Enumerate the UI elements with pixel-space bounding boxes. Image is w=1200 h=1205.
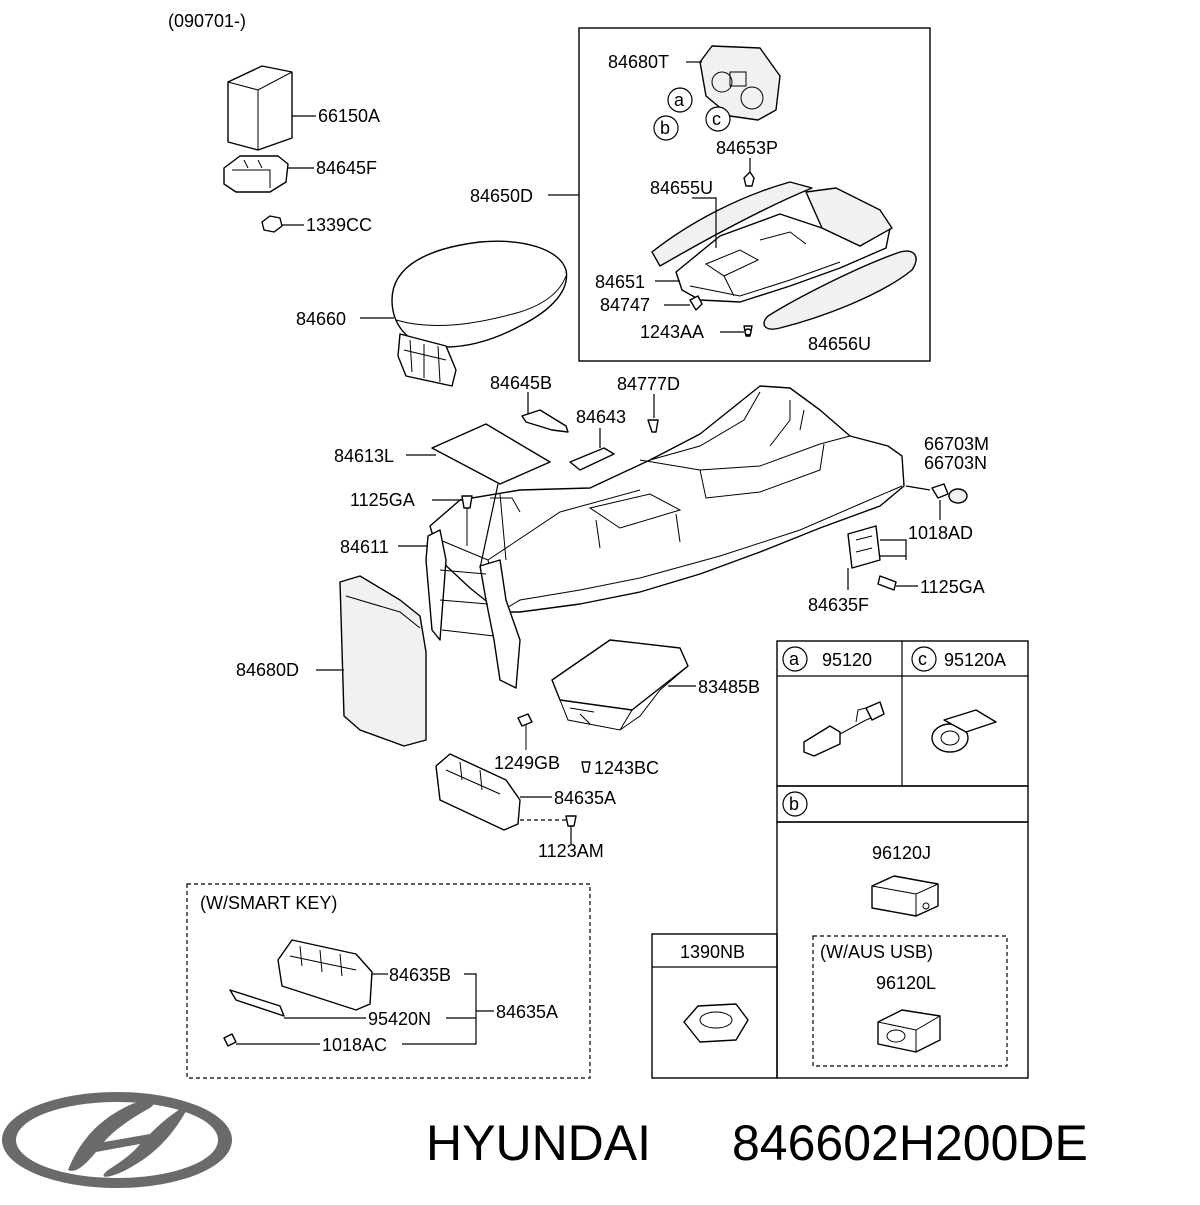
part-84660-drawing [391,240,568,387]
aus-usb-title: (W/AUS USB) [820,942,933,962]
brand-name: HYUNDAI [426,1115,651,1171]
part-84635F-drawing [847,525,881,569]
callout-c-1: c [712,109,721,129]
smart-key-box [186,883,591,1079]
part-66150A-drawing [227,65,293,151]
label-84645F: 84645F [316,158,377,178]
label-66703M: 66703M [924,434,989,454]
label-1339CC: 1339CC [306,215,372,235]
part-1390NB-drawing [683,1003,749,1043]
part-83485B-drawing [551,639,689,731]
label-84650D: 84650D [470,186,533,206]
part-84645B-drawing [521,409,569,433]
part-1243BC-drawing [581,761,591,773]
part-84680T-drawing [699,45,781,121]
part-96120J-drawing [871,875,939,917]
label-1243AA: 1243AA [640,322,704,342]
label-84611: 84611 [340,537,389,557]
label-84747: 84747 [600,295,650,315]
callout-b-1: b [660,118,670,138]
callout-c-2: c [918,649,927,669]
part-95120A-drawing [931,709,997,753]
part-84680D-drawing [339,575,427,747]
label-84660: 84660 [296,309,346,329]
part-66703M-drawing [931,483,968,504]
label-84655U: 84655U [650,178,713,198]
label-95120: 95120 [822,650,872,670]
label-96120J: 96120J [872,843,931,863]
label-96120L: 96120L [876,973,936,993]
part-1125GA-b-drawing [877,575,897,591]
callout-a-1: a [674,90,685,110]
label-84613L: 84613L [334,446,394,466]
part-84643-drawing [569,447,615,471]
callout-b-2: b [789,794,799,814]
label-1125GA-a: 1125GA [350,490,415,510]
label-84656U: 84656U [808,334,871,354]
part-1123AM-drawing [565,815,577,827]
part-smartkey-bracket-drawing [223,939,373,1047]
header-code: (090701-) [168,11,246,31]
label-84635F: 84635F [808,595,869,615]
part-84613L-drawing [431,423,551,485]
hyundai-logo-icon [2,1092,232,1188]
part-1243AA-drawing [743,325,753,337]
part-84651-drawing [651,181,893,303]
label-1018AC: 1018AC [322,1035,387,1055]
label-84635A: 84635A [554,788,616,808]
label-84680T: 84680T [608,52,669,72]
part-number: 846602H200DE [732,1115,1088,1171]
label-84635B: 84635B [389,965,451,985]
label-1018AD: 1018AD [908,523,973,543]
label-1249GB: 1249GB [494,753,560,773]
part-1125GA-a-drawing [461,495,473,546]
part-84645F-drawing [223,155,289,193]
part-84635A-drawing [435,753,521,831]
part-84747-drawing [689,295,703,311]
part-84611-drawing [425,385,905,689]
label-95120A: 95120A [944,650,1006,670]
options-table [651,640,1029,1079]
label-84643: 84643 [576,407,626,427]
label-66703N: 66703N [924,453,987,473]
part-84656U-drawing [763,250,917,330]
label-83485B: 83485B [698,677,760,697]
label-66150A: 66150A [318,106,380,126]
label-84651: 84651 [595,272,645,292]
label-84777D: 84777D [617,374,680,394]
label-1390NB: 1390NB [680,942,745,962]
label-95420N: 95420N [368,1009,431,1029]
label-1125GA-b: 1125GA [920,577,985,597]
label-84653P: 84653P [716,138,778,158]
smart-key-title: (W/SMART KEY) [200,893,337,913]
label-84645B: 84645B [490,373,552,393]
part-1249GB-drawing [517,713,533,750]
part-84777D-drawing [647,419,659,433]
label-84635A-smartkey: 84635A [496,1002,558,1022]
part-96120L-drawing [877,1009,941,1053]
label-84680D: 84680D [236,660,299,680]
label-1243BC: 1243BC [594,758,659,778]
callout-a-2: a [789,649,800,669]
label-1123AM: 1123AM [538,841,604,861]
part-1339CC-drawing [261,215,283,233]
part-84653P-drawing [743,171,755,187]
part-95120-drawing [803,701,885,757]
